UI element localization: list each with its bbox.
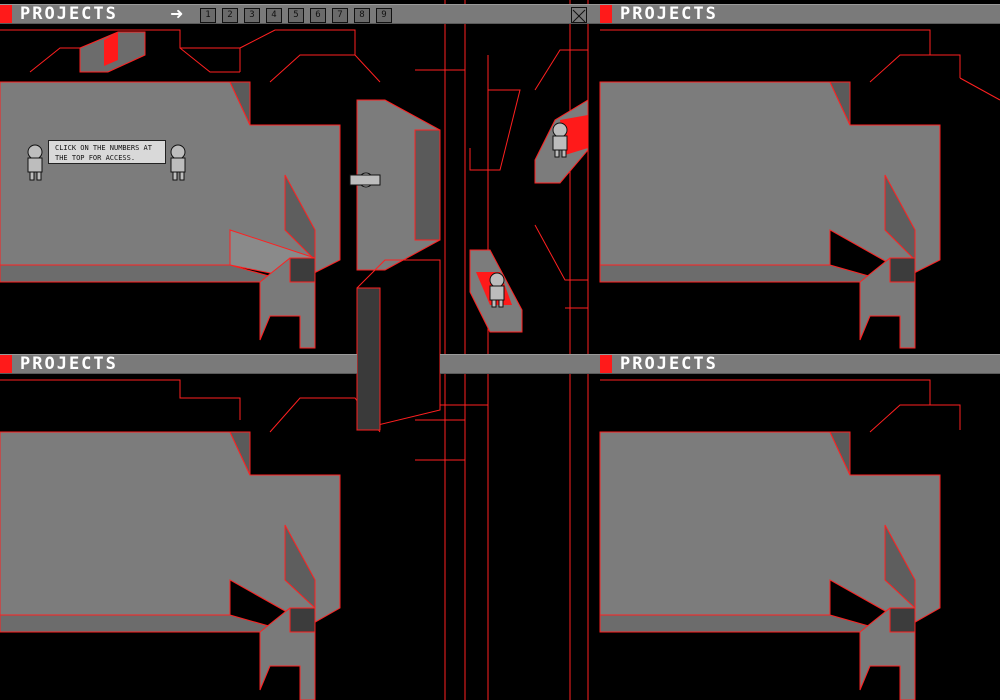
room-bottom-left bbox=[0, 431, 341, 700]
header-bar-tile-bottom-right: PROJECTS bbox=[600, 354, 1000, 374]
project-button-3[interactable]: 3 bbox=[244, 8, 260, 23]
close-button[interactable] bbox=[571, 7, 587, 23]
central-corridor bbox=[356, 0, 589, 700]
robot-right bbox=[170, 144, 186, 181]
header-bar-tile-middle bbox=[440, 354, 600, 374]
robot-ledge-center bbox=[489, 272, 505, 308]
page-title: PROJECTS bbox=[20, 4, 118, 24]
project-button-5[interactable]: 5 bbox=[288, 8, 304, 23]
project-number-nav: 1 2 3 4 5 6 7 8 9 bbox=[200, 8, 392, 23]
room-top-left bbox=[0, 81, 341, 349]
room-top-right bbox=[599, 81, 941, 349]
panel-title: PROJECTS bbox=[20, 354, 118, 374]
project-button-1[interactable]: 1 bbox=[200, 8, 216, 23]
project-button-4[interactable]: 4 bbox=[266, 8, 282, 23]
accent-strip bbox=[600, 355, 612, 373]
accent-strip bbox=[0, 355, 12, 373]
project-button-7[interactable]: 7 bbox=[332, 8, 348, 23]
arrow-right-icon: ➜ bbox=[170, 4, 184, 23]
robot-ledge-right bbox=[552, 122, 568, 158]
robot-left bbox=[27, 144, 43, 181]
accent-strip bbox=[0, 5, 12, 23]
header-bar-tile-top-right: PROJECTS bbox=[600, 4, 1000, 24]
robot-flying bbox=[349, 172, 381, 188]
tooltip-instructions: Click on the numbers at the top for acce… bbox=[48, 140, 166, 164]
close-icon bbox=[572, 9, 586, 23]
header-bar: PROJECTS ➜ 1 2 3 4 5 6 7 8 9 bbox=[0, 4, 600, 24]
project-button-6[interactable]: 6 bbox=[310, 8, 326, 23]
panel-title: PROJECTS bbox=[620, 354, 718, 374]
wireframe-ledges bbox=[0, 29, 1000, 433]
project-button-9[interactable]: 9 bbox=[376, 8, 392, 23]
project-button-2[interactable]: 2 bbox=[222, 8, 238, 23]
header-bar-tile-bottom-left: PROJECTS bbox=[0, 354, 357, 374]
room-bottom-right bbox=[599, 431, 941, 700]
floating-block bbox=[79, 31, 146, 73]
robot-sprites bbox=[27, 122, 568, 308]
project-button-8[interactable]: 8 bbox=[354, 8, 370, 23]
accent-strip bbox=[600, 5, 612, 23]
panel-title: PROJECTS bbox=[620, 4, 718, 24]
